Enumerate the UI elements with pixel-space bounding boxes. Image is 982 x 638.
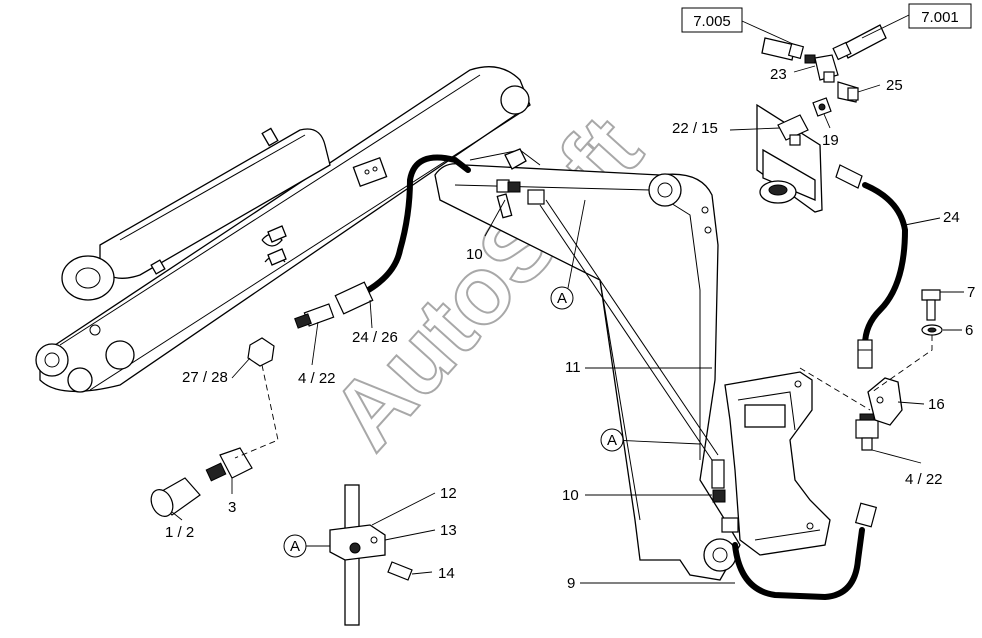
fitting-22-15 (777, 114, 809, 146)
plate-16 (867, 377, 903, 426)
hose-24-26 (362, 154, 471, 295)
fitting-7005-pipe (761, 37, 805, 61)
label-10-top: 10 (466, 246, 483, 263)
main-boom (434, 148, 741, 581)
swing-bracket (724, 371, 831, 556)
label-16: 16 (928, 396, 945, 413)
label-1-2: 1 / 2 (165, 524, 194, 541)
label-25: 25 (886, 77, 903, 94)
pipe-11 (539, 199, 719, 461)
dashed-line-right (799, 367, 871, 411)
marker-a-mid: A (600, 428, 624, 452)
fitting-19 (812, 97, 832, 117)
label-10-bottom: 10 (562, 487, 579, 504)
label-9: 9 (567, 575, 575, 592)
label-3: 3 (228, 499, 236, 516)
fitting-4-22-right (855, 413, 879, 451)
marker-a-detail-text: A (290, 538, 300, 555)
label-4-22-left: 4 / 22 (298, 370, 336, 387)
label-22-15: 22 / 15 (672, 120, 718, 137)
fitting-10-bottom (711, 459, 739, 533)
ref-box-7005: 7.005 (681, 7, 743, 33)
fitting-10-top (496, 179, 545, 205)
marker-a-top-text: A (557, 290, 567, 307)
label-27-28: 27 / 28 (182, 369, 228, 386)
label-7: 7 (967, 284, 975, 301)
leader-lines (171, 14, 964, 584)
washer-6 (921, 324, 943, 336)
marker-a-top: A (550, 286, 574, 310)
fitting-24-26-end (334, 281, 374, 315)
dipper-arm (35, 66, 531, 393)
coupling-1-2 (150, 477, 201, 517)
part-labels: 23 25 22 / 15 19 24 7 6 16 4 / 22 10 24 … (165, 66, 975, 592)
fitting-7001-pipe (832, 24, 887, 61)
hose-24 (862, 182, 909, 348)
coupling-3 (205, 447, 253, 482)
label-23: 23 (770, 66, 787, 83)
marker-a-mid-text: A (607, 432, 617, 449)
ref-7005-text: 7.005 (693, 13, 731, 30)
marker-a-detail: A (283, 534, 307, 558)
arm-cylinder (61, 127, 331, 301)
fitting-24-end (835, 164, 863, 189)
label-12: 12 (440, 485, 457, 502)
elbow-fitting-25 (837, 81, 859, 103)
label-14: 14 (438, 565, 455, 582)
tee-fitting-23 (804, 54, 839, 83)
fitting-hose-9-right (854, 502, 878, 528)
label-4-22-right: 4 / 22 (905, 471, 943, 488)
label-6: 6 (965, 322, 973, 339)
bolt-7 (921, 289, 941, 321)
dashed-line-left (234, 364, 279, 459)
fitting-4-22-left (294, 303, 335, 329)
label-19: 19 (822, 132, 839, 149)
label-13: 13 (440, 522, 457, 539)
ref-box-7001: 7.001 (908, 3, 972, 29)
label-24: 24 (943, 209, 960, 226)
hose-bracket-top (756, 103, 823, 213)
dashed-line-washer (871, 335, 933, 393)
fitting-hose-lower-end (857, 339, 873, 369)
ref-7001-text: 7.001 (921, 9, 959, 26)
label-11: 11 (565, 359, 581, 376)
clamp-detail (329, 484, 413, 626)
cap-27-28 (247, 337, 275, 367)
hose-9 (732, 527, 865, 601)
label-24-26: 24 / 26 (352, 329, 398, 346)
